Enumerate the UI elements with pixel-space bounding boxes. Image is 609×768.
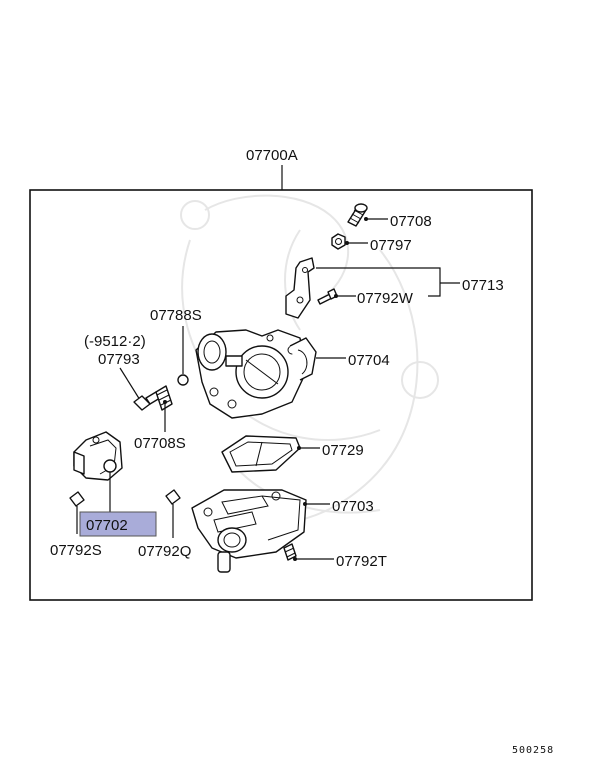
label-07797: 07797 <box>370 237 412 254</box>
label-07704: 07704 <box>348 352 390 369</box>
screw-07708-icon <box>347 203 368 227</box>
label-07703: 07703 <box>332 498 374 515</box>
throttle-body-icon <box>195 329 317 419</box>
label-07792T: 07792T <box>336 553 387 570</box>
spring-screw-07708S-icon <box>155 385 173 411</box>
leader-07793 <box>119 367 141 401</box>
sensor-07793-icon <box>133 391 161 411</box>
diagram-frame <box>29 189 533 601</box>
watermark-emblem <box>180 194 439 521</box>
dot-07792T <box>293 557 297 561</box>
assembly-label: 07700A <box>246 147 298 164</box>
label-07792Q: 07792Q <box>138 543 191 560</box>
dot-07703 <box>303 502 307 506</box>
label-07729: 07729 <box>322 442 364 459</box>
label-07708: 07708 <box>390 213 432 230</box>
dot-07797 <box>345 241 349 245</box>
label-07792S: 07792S <box>50 542 102 559</box>
footer-code: 500258 <box>512 745 554 756</box>
label-07713: 07713 <box>462 277 504 294</box>
dot-07708S <box>163 400 167 404</box>
highlight-07702 <box>79 511 157 537</box>
dot-07729 <box>297 446 301 450</box>
oring-07788S-icon <box>177 374 189 386</box>
note-date: (-9512·2) <box>84 333 146 350</box>
sensor-07702-icon <box>73 431 123 481</box>
screw-07792T-icon <box>283 543 297 561</box>
dot-07792W <box>334 294 338 298</box>
bracket-icon <box>285 257 315 319</box>
nut-07797-icon <box>331 233 346 250</box>
gasket-07729-icon <box>221 435 301 473</box>
label-07788S: 07788S <box>150 307 202 324</box>
label-07708S: 07708S <box>134 435 186 452</box>
bracket-07713 <box>316 267 441 297</box>
label-07793: 07793 <box>98 351 140 368</box>
dot-07708 <box>364 217 368 221</box>
label-07702: 07702 <box>86 517 128 534</box>
label-07792W: 07792W <box>357 290 414 307</box>
isc-valve-07703-icon <box>191 489 307 573</box>
